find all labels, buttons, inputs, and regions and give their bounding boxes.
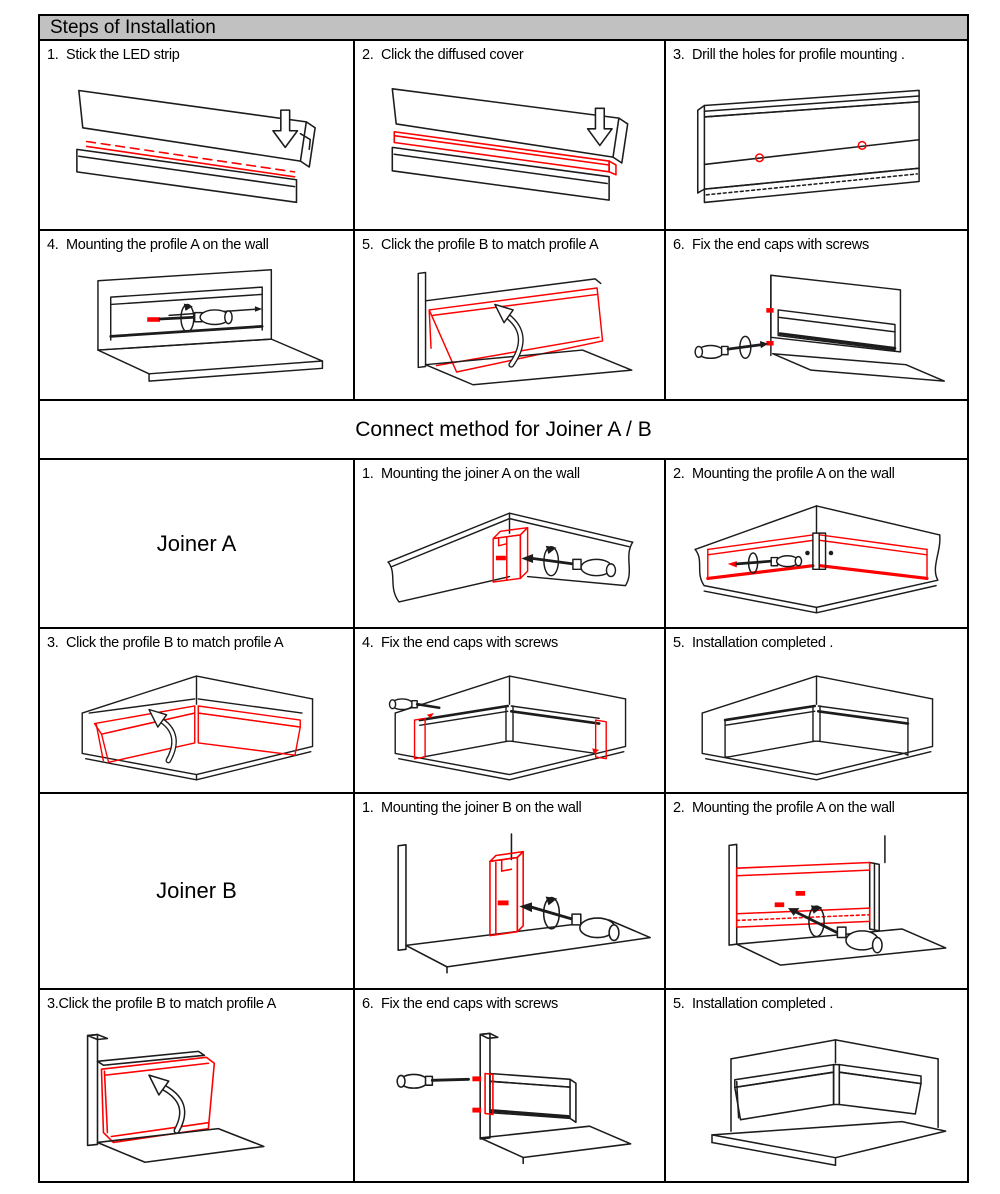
illustration-end-caps-corner — [355, 653, 664, 792]
joiner-a-step-cell-1: 1. Mounting the joiner A on the wall — [355, 460, 664, 627]
steps-title: Steps of Installation — [50, 16, 216, 38]
illustration-led-strip — [40, 65, 353, 229]
illustration-profile-b-wall-arrow — [40, 1014, 353, 1181]
step-cell-4: 4. Mounting the profile A on the wall — [40, 231, 353, 399]
illustration-diffused-cover — [355, 65, 664, 229]
joiner-b-name: Joiner B — [156, 878, 237, 903]
joiner-b-step-cell-1: 1. Mounting the joiner B on the wall — [355, 794, 664, 988]
step-6-label: 6. Fix the end caps with screws — [673, 237, 869, 253]
joiner-a-step-cell-2: 2. Mounting the profile A on the wall — [666, 460, 967, 627]
step-cell-3: 3. Drill the holes for profile mounting … — [666, 41, 967, 229]
illustration-joiner-b-mount — [355, 818, 664, 988]
connect-title: Connect method for Joiner A / B — [355, 417, 652, 441]
step-1-label: 1. Stick the LED strip — [47, 47, 180, 63]
joiner-a-name: Joiner A — [156, 530, 237, 556]
step-5-label: 5. Click the profile B to match profile … — [362, 237, 599, 253]
installation-table: Steps of Installation 1. Stick the LED s… — [38, 14, 969, 1183]
illustration-joiner-a-mount — [355, 484, 664, 627]
illustration-mount-profile-a — [40, 255, 353, 399]
joiner-a-step-3-label: 3. Click the profile B to match profile … — [47, 635, 284, 651]
joiner-b-step-cell-2: 2. Mounting the profile A on the wall — [666, 794, 967, 988]
joiner-a-step-2-label: 2. Mounting the profile A on the wall — [673, 466, 895, 482]
joiner-a-step-1-label: 1. Mounting the joiner A on the wall — [362, 466, 580, 482]
section-header-steps: Steps of Installation — [40, 16, 967, 39]
illustration-profiles-red-corner — [666, 484, 967, 627]
illustration-corner-completed — [666, 653, 967, 792]
step-2-label: 2. Click the diffused cover — [362, 47, 524, 63]
joiner-b-name-cell: Joiner B — [40, 794, 353, 988]
joiner-a-step-cell-5: 5. Installation completed . — [666, 629, 967, 792]
joiner-b-step-1-label: 1. Mounting the joiner B on the wall — [362, 800, 582, 816]
joiner-b-step-3-label: 3.Click the profile B to match profile A — [47, 996, 276, 1012]
step-3-label: 3. Drill the holes for profile mounting … — [673, 47, 905, 63]
illustration-drill-holes — [666, 65, 967, 229]
step-cell-2: 2. Click the diffused cover — [355, 41, 664, 229]
step-cell-6: 6. Fix the end caps with screws — [666, 231, 967, 399]
joiner-b-step-cell-3: 3.Click the profile B to match profile A — [40, 990, 353, 1181]
step-4-label: 4. Mounting the profile A on the wall — [47, 237, 269, 253]
illustration-profile-a-wall — [666, 818, 967, 988]
illustration-profile-b-corner-arrow — [40, 653, 353, 792]
section-header-connect: Connect method for Joiner A / B — [40, 401, 967, 458]
joiner-b-step-4-label: 6. Fix the end caps with screws — [362, 996, 558, 1012]
illustration-end-cap-screws-wall — [355, 1014, 664, 1181]
joiner-a-name-cell: Joiner A — [40, 460, 353, 627]
joiner-b-step-cell-5: 5. Installation completed . — [666, 990, 967, 1181]
joiner-a-step-cell-4: 4. Fix the end caps with screws — [355, 629, 664, 792]
joiner-b-step-cell-4: 6. Fix the end caps with screws — [355, 990, 664, 1181]
illustration-outside-corner-completed — [666, 1014, 967, 1181]
illustration-end-cap-screws — [666, 255, 967, 399]
illustration-click-profile-b — [355, 255, 664, 399]
joiner-b-step-5-label: 5. Installation completed . — [673, 996, 834, 1012]
joiner-a-step-5-label: 5. Installation completed . — [673, 635, 834, 651]
joiner-a-step-cell-3: 3. Click the profile B to match profile … — [40, 629, 353, 792]
joiner-a-step-4-label: 4. Fix the end caps with screws — [362, 635, 558, 651]
joiner-b-step-2-label: 2. Mounting the profile A on the wall — [673, 800, 895, 816]
step-cell-1: 1. Stick the LED strip — [40, 41, 353, 229]
step-cell-5: 5. Click the profile B to match profile … — [355, 231, 664, 399]
